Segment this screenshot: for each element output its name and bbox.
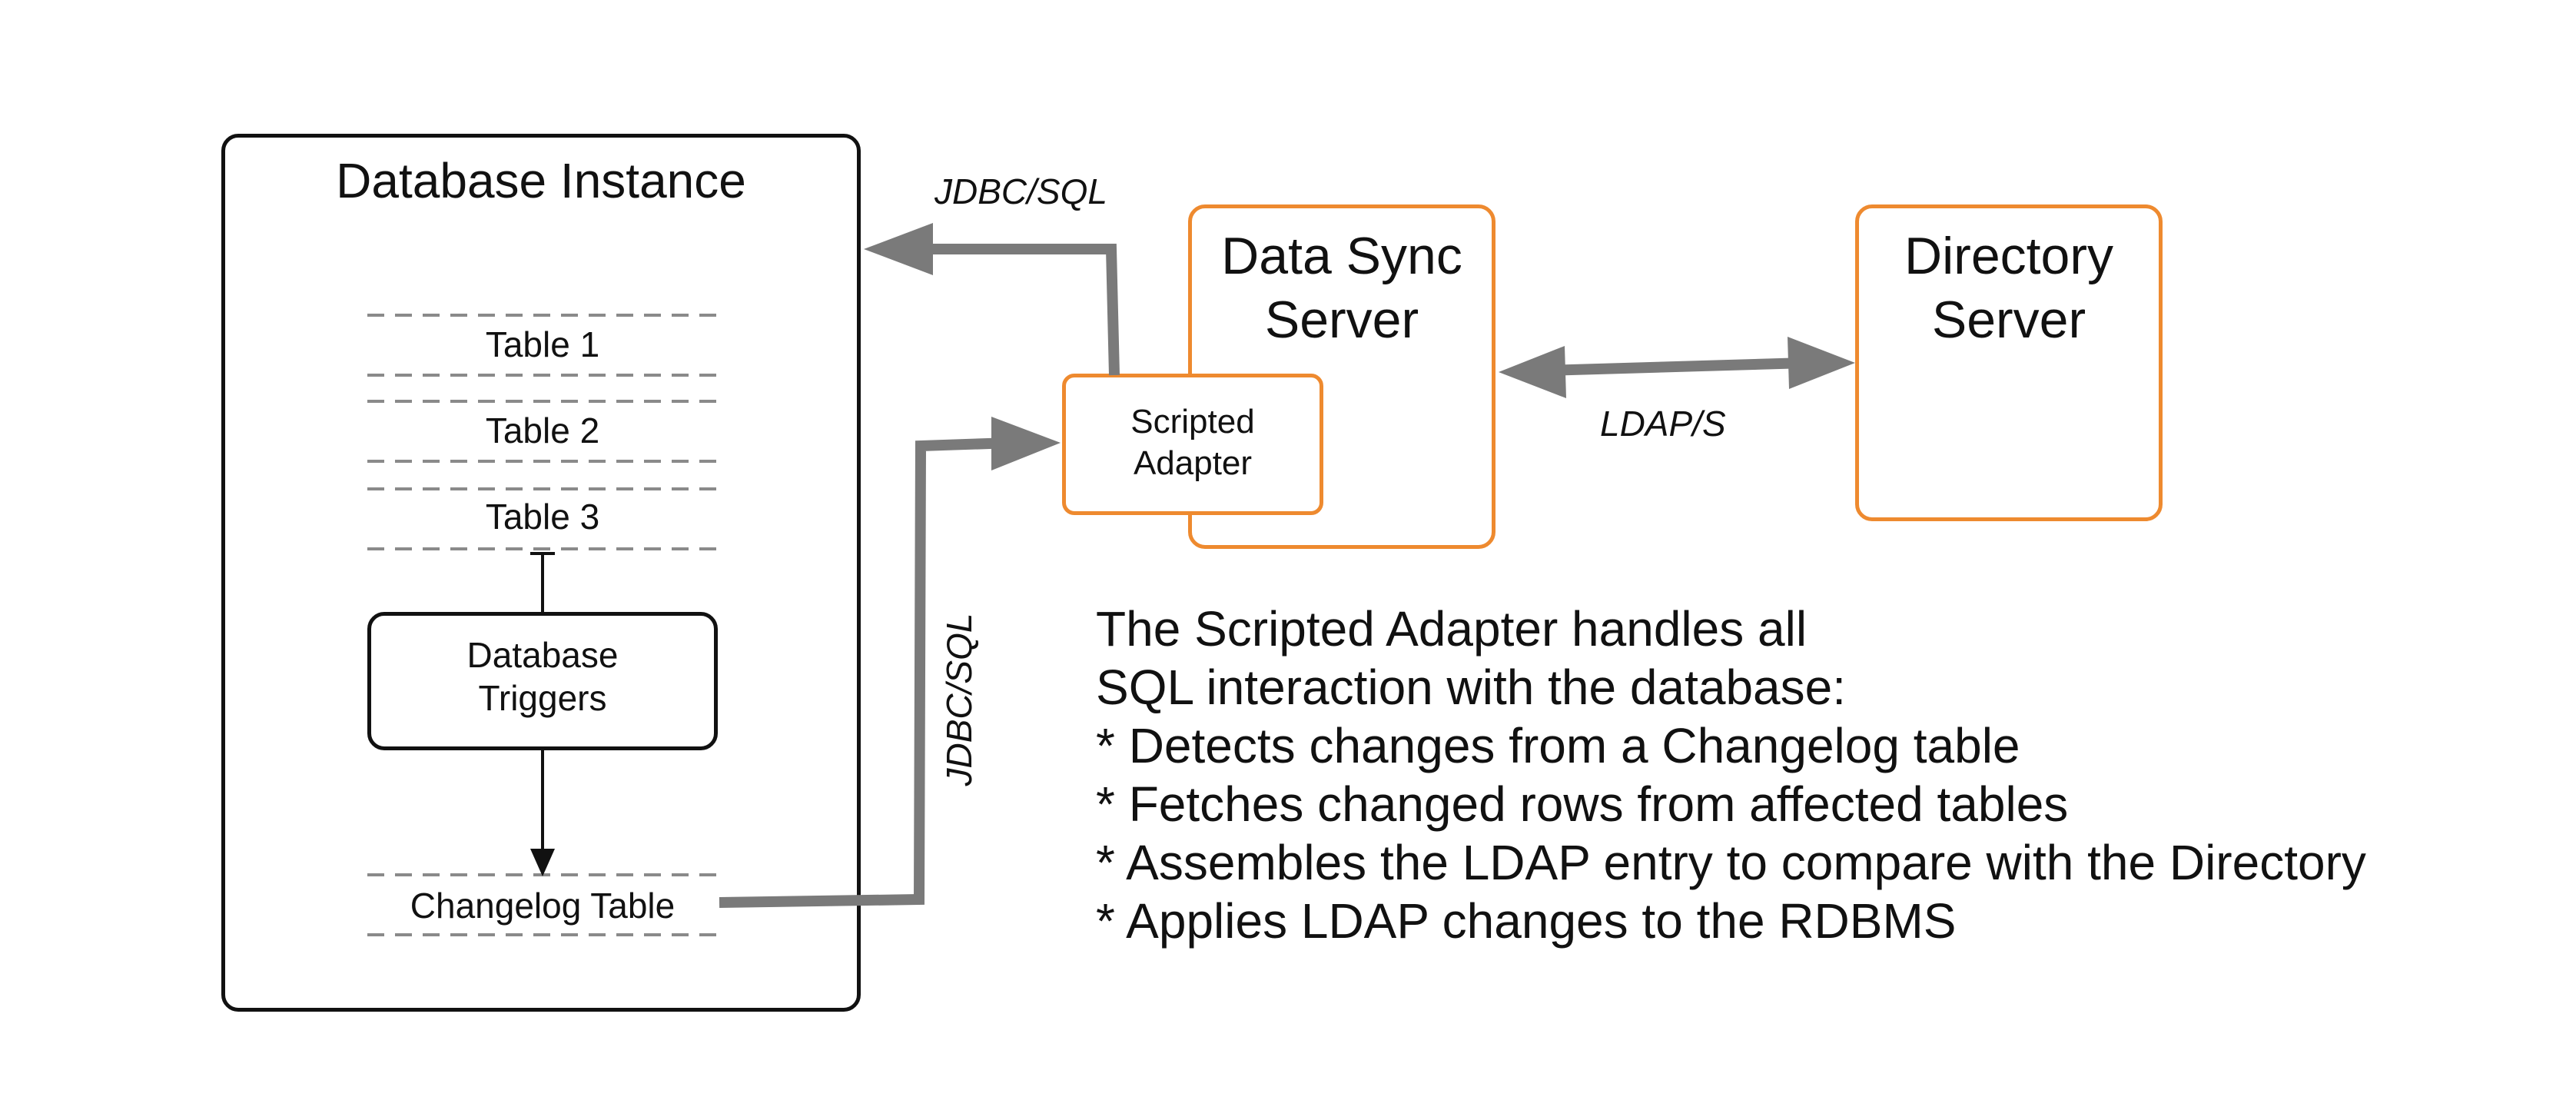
jdbc-vertical-label: JDBC/SQL — [939, 613, 979, 786]
ldap-connector — [1544, 357, 1807, 376]
database-instance-title: Database Instance — [336, 153, 746, 208]
database-triggers-label: Database Triggers — [466, 635, 619, 719]
description-line: The Scripted Adapter handles all — [1096, 601, 1808, 657]
description-line: * Detects changes from a Changelog table — [1096, 718, 2020, 773]
jdbc-changelog-arrowhead — [991, 417, 1061, 470]
changelog-table-label: Changelog Table — [410, 886, 676, 926]
description-line: * Assembles the LDAP entry to compare wi… — [1096, 835, 2366, 890]
directory-server-box — [1855, 204, 2163, 521]
data-sync-server-title: Data Sync Server — [1221, 227, 1462, 349]
description-block: The Scripted Adapter handles all SQL int… — [1096, 600, 2366, 950]
directory-server-title: Directory Server — [1904, 227, 2114, 349]
table3-to-triggers-line — [530, 552, 555, 612]
scripted-adapter-label: Scripted Adapter — [1130, 403, 1255, 482]
jdbc-changelog-connector — [719, 437, 1012, 908]
ldap-label: LDAP/S — [1600, 404, 1726, 444]
triggers-to-changelog-arrowhead — [530, 849, 555, 876]
ldap-arrowhead-right — [1788, 337, 1855, 389]
table-1-label: Table 1 — [485, 324, 600, 364]
jdbc-top-connector — [910, 244, 1120, 376]
table-3-label: Table 3 — [485, 497, 600, 537]
jdbc-top-label: JDBC/SQL — [934, 171, 1107, 211]
ldap-arrowhead-left — [1499, 346, 1566, 398]
table-separators — [367, 314, 718, 936]
jdbc-top-arrowhead — [864, 223, 933, 275]
description-line: * Applies LDAP changes to the RDBMS — [1096, 893, 1957, 949]
description-line: SQL interaction with the database: — [1096, 660, 1846, 715]
database-triggers-box — [367, 612, 718, 750]
table-2-label: Table 2 — [485, 411, 600, 450]
scripted-adapter-box — [1062, 374, 1323, 515]
description-line: * Fetches changed rows from affected tab… — [1096, 776, 2069, 832]
